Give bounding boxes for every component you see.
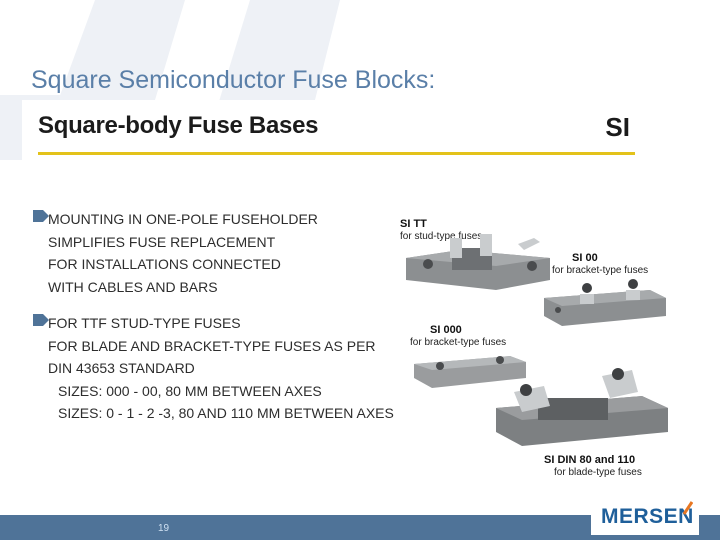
product-name: SI DIN 80 and 110 <box>544 454 636 466</box>
product-desc: for bracket-type fuses <box>410 337 507 348</box>
product-desc: for blade-type fuses <box>554 467 642 478</box>
logo-accent-icon <box>683 501 693 515</box>
product-desc: for bracket-type fuses <box>552 265 649 276</box>
fuse-base-si-tt-image <box>406 234 550 290</box>
title-rule <box>38 152 635 155</box>
bullet-marker-icon <box>33 210 49 222</box>
panel-code: SI <box>605 112 630 142</box>
bullet-line: Mounting in one-pole fuseholder <box>48 211 318 227</box>
bullet-line: DIN 43653 standard <box>48 360 195 376</box>
fuse-base-si-00-image <box>544 279 666 326</box>
bullet-group-fuse-types: For TTF stud-type fuses for blade and br… <box>33 312 394 425</box>
product-desc: for stud-type fuses <box>400 231 483 242</box>
product-label-si-00: SI 00 for bracket-type fuses <box>552 252 648 277</box>
product-name: SI 00 <box>572 252 598 264</box>
fuse-base-si-din-image <box>496 368 668 446</box>
fuse-base-si-000-image <box>414 356 526 388</box>
product-name: SI 000 <box>430 324 462 336</box>
product-label-si-din: SI DIN 80 and 110 for blade-type fuses <box>544 454 642 479</box>
product-label-si-tt: SI TT for stud-type fuses <box>400 218 482 243</box>
bullet-line: for installations connected <box>48 256 281 272</box>
product-name: SI TT <box>400 218 427 230</box>
bullet-line: Sizes: 000 - 00, 80 mm between axes <box>58 382 322 399</box>
bullet-line: For TTF stud-type fuses <box>48 315 241 331</box>
panel-title: Square-body Fuse Bases <box>38 112 319 139</box>
bullet-line: for blade and bracket-type fuses as per <box>48 337 376 354</box>
product-label-si-000: SI 000 for bracket-type fuses <box>410 324 506 349</box>
logo-wordmark: MERSEN <box>601 505 694 528</box>
slide-title: Square Semiconductor Fuse Blocks: <box>31 66 436 94</box>
bullet-marker-icon <box>33 314 49 326</box>
bullet-line: Sizes: 0 - 1 - 2 -3, 80 and 110 mm betwe… <box>58 405 394 421</box>
bullet-group-mounting: Mounting in one-pole fuseholder simplifi… <box>33 208 318 298</box>
product-panel: Square-body Fuse Bases SI Mounting in on… <box>22 100 694 505</box>
bullet-line: simplifies fuse replacement <box>48 233 276 250</box>
mersen-logo: MERSEN <box>591 499 699 535</box>
bullet-line: with cables and bars <box>48 278 218 295</box>
page-number: 19 <box>158 523 170 534</box>
